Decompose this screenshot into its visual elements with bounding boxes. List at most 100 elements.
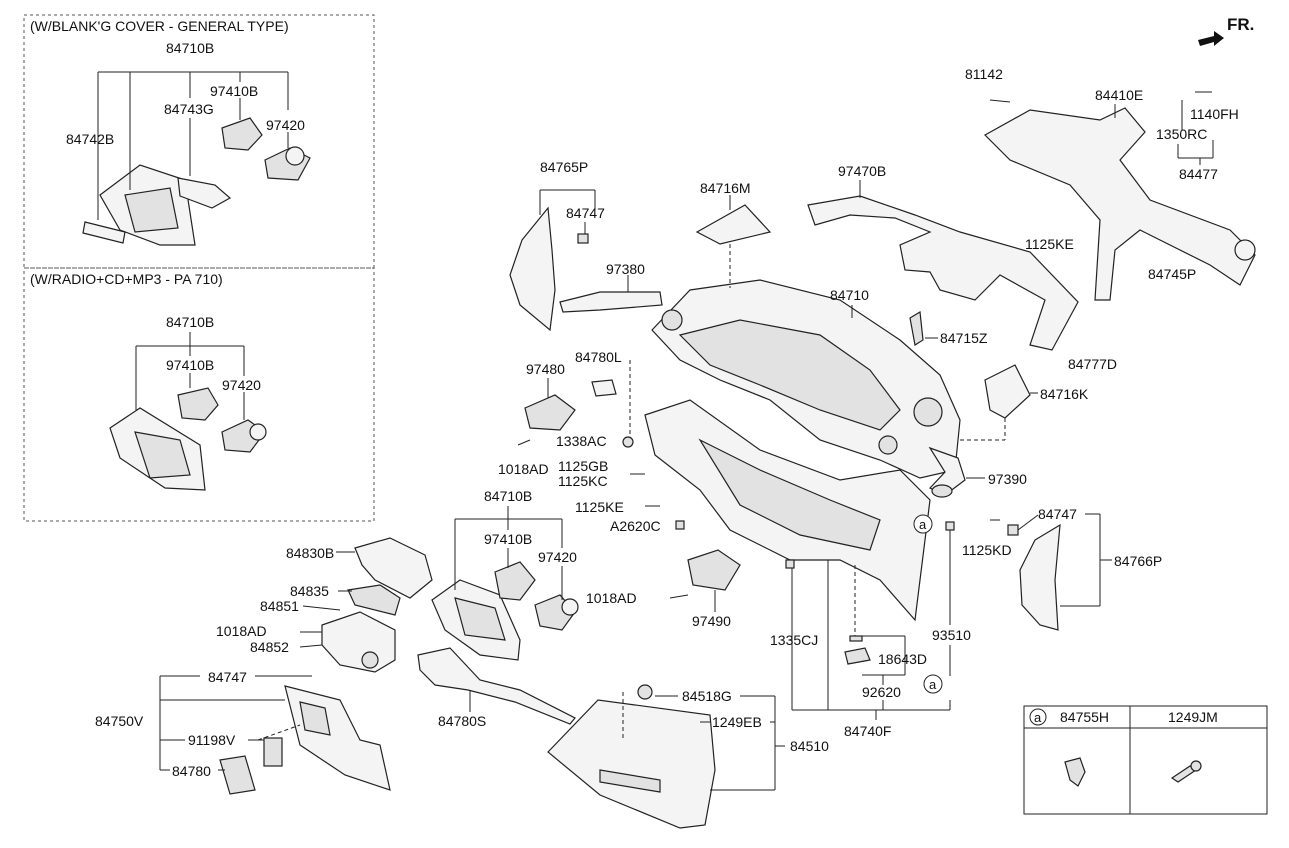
inset2-parts: [109, 332, 267, 491]
label-inset1-97410b: 97410B: [210, 83, 258, 99]
label-1018ad-center: 1018AD: [586, 590, 637, 606]
lower-bracket-group: [785, 521, 955, 720]
ref-marker-a-lower-text: a: [929, 677, 937, 692]
label-97390: 97390: [988, 471, 1027, 487]
label-84716m: 84716M: [700, 180, 751, 196]
label-84780: 84780: [172, 763, 211, 779]
label-inset2-84710b: 84710B: [166, 314, 214, 330]
side-cover-right-84766p: [990, 513, 1112, 631]
label-84780s: 84780S: [438, 713, 486, 729]
inset-general-type-title: (W/BLANK'G COVER - GENERAL TYPE): [30, 18, 289, 34]
label-84518g: 84518G: [682, 688, 732, 704]
label-84835: 84835: [290, 583, 329, 599]
label-84716k: 84716K: [1040, 386, 1089, 402]
label-84510: 84510: [790, 738, 829, 754]
label-1338ac: 1338AC: [556, 433, 607, 449]
label-93510: 93510: [932, 627, 971, 643]
label-18643d: 18643D: [878, 651, 927, 667]
label-inset1-84743g: 84743G: [164, 101, 214, 117]
label-1125ke-lower: 1125KE: [575, 499, 624, 515]
label-inset2-97420: 97420: [222, 377, 261, 393]
side-cover-right-upper: [909, 311, 1038, 419]
label-inset2-97410b: 97410B: [166, 357, 214, 373]
label-84750v: 84750V: [95, 713, 144, 729]
label-84747-lower-left: 84747: [208, 669, 247, 685]
label-inset1-84710b: 84710B: [166, 40, 214, 56]
legend-col1-part: 84755H: [1060, 709, 1109, 725]
label-92620: 92620: [862, 684, 901, 700]
label-84740f: 84740F: [844, 723, 891, 739]
vent-97480: [524, 378, 576, 431]
label-84710: 84710: [830, 287, 869, 303]
label-84852: 84852: [250, 639, 289, 655]
label-97490: 97490: [692, 613, 731, 629]
garnish-84780s: [417, 647, 576, 725]
label-1125gb: 1125GB: [558, 458, 608, 474]
label-1125kc: 1125KC: [558, 473, 608, 489]
front-direction-indicator: FR.: [1198, 15, 1254, 46]
label-1018ad-column: 1018AD: [216, 623, 267, 639]
label-84780l: 84780L: [575, 349, 622, 365]
label-84745p: 84745P: [1148, 266, 1196, 282]
label-inset1-84742b: 84742B: [66, 131, 114, 147]
label-97470b: 97470B: [838, 163, 886, 179]
label-1350rc: 1350RC: [1156, 126, 1207, 142]
label-1140fh: 1140FH: [1190, 106, 1239, 122]
inset1-parts: [82, 71, 311, 246]
label-1125ke-upper: 1125KE: [1025, 236, 1074, 252]
vent-97490: [669, 549, 741, 612]
label-81142: 81142: [965, 66, 1003, 82]
label-1335cj: 1335CJ: [770, 632, 818, 648]
label-97480: 97480: [526, 361, 565, 377]
legend-table: a 84755H 1249JM: [1023, 705, 1268, 815]
label-84747-right: 84747: [1038, 506, 1077, 522]
label-1018ad-left: 1018AD: [498, 461, 549, 477]
main-bracket-84740f: [644, 399, 931, 622]
ref-marker-a-lower: a: [923, 674, 943, 694]
label-1125kd: 1125KD: [962, 542, 1012, 558]
label-84777d: 84777D: [1068, 356, 1117, 372]
duct-97390: [928, 446, 985, 498]
label-84410e: 84410E: [1095, 87, 1143, 103]
label-84715z: 84715Z: [940, 330, 988, 346]
crash-pad-84710: [651, 279, 961, 479]
inset-radio-title: (W/RADIO+CD+MP3 - PA 710): [30, 271, 223, 287]
label-84765p: 84765P: [540, 159, 588, 175]
clip-a2620c-shape: [675, 520, 685, 530]
front-label: FR.: [1227, 15, 1254, 34]
glove-box-84510: [547, 684, 785, 829]
alignment-lines: [257, 244, 1006, 741]
legend-key-a: a: [1034, 710, 1042, 725]
ref-marker-a-upper-text: a: [919, 517, 927, 532]
legend-col2-part: 1249JM: [1168, 709, 1218, 725]
inset-general-type: (W/BLANK'G COVER - GENERAL TYPE): [23, 14, 375, 269]
fascia-group-center: [431, 506, 579, 661]
upper-cover-84716m: [695, 195, 772, 245]
label-97380: 97380: [606, 261, 645, 277]
label-97410b-center: 97410B: [484, 531, 532, 547]
label-1249eb: 1249EB: [712, 714, 762, 730]
label-84747-upper: 84747: [566, 205, 605, 221]
nut-1338ac-shape: [622, 436, 634, 448]
bracket-84780l-shape: [591, 379, 617, 397]
label-84477: 84477: [1179, 166, 1218, 182]
label-a2620c: A2620C: [610, 518, 661, 534]
side-cover-left: [509, 189, 596, 332]
label-84710b-center: 84710B: [484, 488, 532, 504]
lower-column-cover-84750v: [159, 675, 391, 795]
label-97420-center: 97420: [538, 549, 577, 565]
front-arrow-icon: [1198, 31, 1224, 46]
label-84851: 84851: [260, 598, 299, 614]
label-84766p: 84766P: [1114, 553, 1162, 569]
main-duct-97470b: [807, 180, 1079, 351]
ref-marker-a-upper: a: [913, 514, 933, 534]
label-inset1-97420: 97420: [266, 117, 305, 133]
inset-radio: (W/RADIO+CD+MP3 - PA 710): [23, 267, 375, 522]
duct-97380: [559, 275, 663, 313]
cluster-fascia: [299, 537, 433, 673]
label-84830b: 84830B: [286, 545, 334, 561]
clip-84755h-icon: [1064, 757, 1086, 787]
label-91198v: 91198V: [188, 732, 236, 748]
cowl-cross-bar-84410e: [984, 91, 1256, 301]
